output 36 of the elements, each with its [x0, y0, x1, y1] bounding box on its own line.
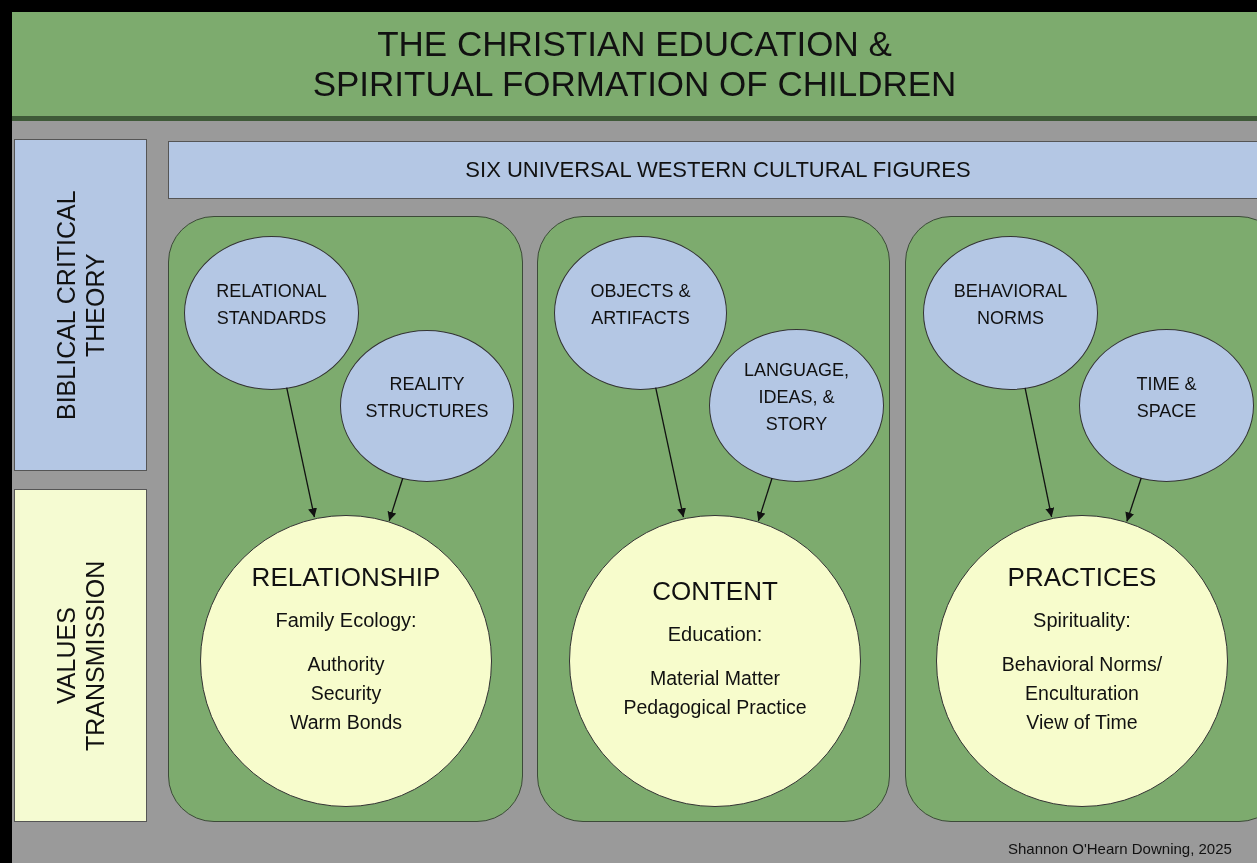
circle-label: RELATIONAL STANDARDS: [215, 280, 328, 330]
arrow: [286, 387, 317, 518]
circle-heading: PRACTICES: [1007, 561, 1157, 593]
band-label: BIBLICAL CRITICAL THEORY: [51, 189, 110, 422]
circle-heading: CONTENT: [652, 576, 778, 607]
arrow: [756, 477, 773, 522]
circle-label: BEHAVIORAL NORMS: [952, 280, 1069, 330]
circle-item: View of Time: [1026, 709, 1138, 735]
circle-item: Material Matter: [649, 666, 780, 691]
credit-note: Shannon O'Hearn Downing, 2025: [1008, 840, 1232, 857]
circle-subheading: Education:: [667, 623, 763, 646]
circle-item: Authority: [307, 651, 385, 677]
circle-label: REALITY STRUCTURES: [364, 373, 490, 423]
circle-label: LANGUAGE, IDEAS, & STORY: [743, 359, 850, 436]
arrow: [387, 477, 404, 522]
circle-item: Security: [310, 680, 382, 706]
circle-item: Pedagogical Practice: [623, 695, 807, 720]
circle-label: OBJECTS & ARTIFACTS: [589, 280, 692, 330]
arrow: [1125, 477, 1142, 523]
circle-subheading: Spirituality:: [1033, 608, 1131, 632]
title: THE CHRISTIAN EDUCATION & SPIRITUAL FORMATION OF CHILDREN: [311, 24, 958, 104]
circle-subheading: Family Ecology:: [275, 608, 417, 632]
circle-label: TIME & SPACE: [1135, 372, 1198, 423]
arrow: [1024, 387, 1055, 518]
category-panel: [168, 216, 523, 822]
band-label: VALUES TRANSMISSION: [51, 559, 110, 753]
category-panel: [537, 216, 890, 822]
side-band: [14, 139, 147, 471]
arrow: [655, 387, 686, 518]
circle-item: Behavioral Norms/ Enculturation: [1000, 651, 1164, 706]
header-bar: [168, 141, 1257, 199]
category-panel: [905, 216, 1257, 822]
header-label: SIX UNIVERSAL WESTERN CULTURAL FIGURES: [465, 157, 971, 183]
circle-item: Warm Bonds: [290, 709, 402, 735]
side-band: [14, 489, 147, 822]
circle-heading: RELATIONSHIP: [251, 561, 441, 593]
